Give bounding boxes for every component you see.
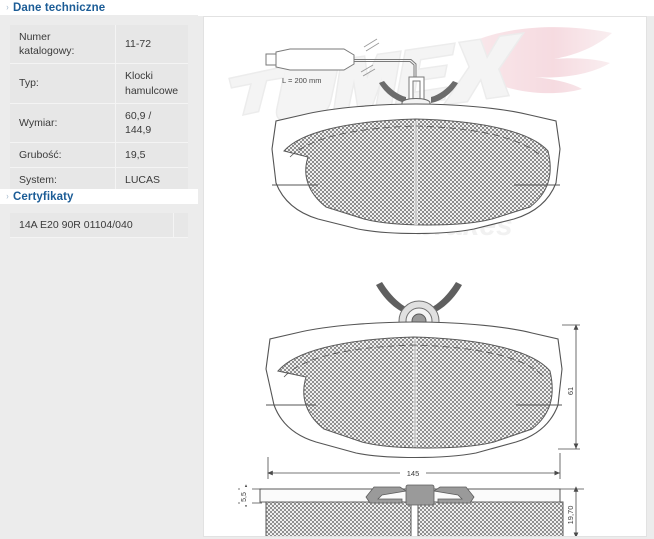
retaining-clip-left-lower <box>376 282 410 315</box>
retaining-clip-right-lower <box>428 282 462 315</box>
dimension-label-total: 19,70 <box>566 506 575 525</box>
retaining-spring-section <box>365 484 475 506</box>
brake-pad-dimensioned-view: 61 145 <box>265 282 580 479</box>
spec-label: Numer katalogowy: <box>10 25 116 65</box>
spec-value: 11-72 <box>115 25 188 65</box>
dimension-height-61 <box>558 324 580 450</box>
retaining-clip-right <box>431 81 458 103</box>
table-row: 14A E20 90R 01104/040 <box>10 213 188 238</box>
section-header-certificates[interactable]: › Certyfikaty <box>0 189 204 204</box>
spec-value: 19,5 <box>115 142 188 169</box>
certificate-spacer-cell <box>173 213 188 238</box>
spec-label: Wymiar: <box>10 103 116 144</box>
dimension-label-width: 145 <box>407 469 420 478</box>
section-header-technical-data[interactable]: › Dane techniczne <box>0 0 204 15</box>
image-column-top-gap <box>198 0 654 16</box>
dimension-total-19-70 <box>560 486 584 536</box>
spec-label: Typ: <box>10 63 116 104</box>
certificates-table: 14A E20 90R 01104/040 <box>10 213 188 238</box>
retaining-clip-left <box>379 81 406 103</box>
section-title-technical-data: Dane techniczne <box>13 1 106 14</box>
spec-value: Klocki hamulcowe <box>115 63 188 104</box>
spec-value: 60,9 / 144,9 <box>115 103 188 144</box>
right-image-column: brakes <box>198 0 654 539</box>
product-image-panel[interactable]: brakes <box>203 16 647 537</box>
table-row: Typ: Klocki hamulcowe <box>10 63 188 104</box>
dimension-label-height: 61 <box>566 387 575 395</box>
brake-pad-side-section-view: 5,5 19,70 <box>238 484 584 536</box>
technical-data-table: Numer katalogowy: 11-72 Typ: Klocki hamu… <box>10 25 188 194</box>
chevron-right-icon: › <box>6 191 9 201</box>
brake-pad-technical-drawing: brakes <box>204 17 646 536</box>
sensor-length-label: L = 200 mm <box>282 76 322 85</box>
table-row: Wymiar: 60,9 / 144,9 <box>10 103 188 144</box>
chevron-right-icon: › <box>6 2 9 12</box>
dimension-label-backing: 5,5 <box>241 492 248 502</box>
wear-sensor-assembly <box>265 38 417 77</box>
certificate-code: 14A E20 90R 01104/040 <box>10 213 174 238</box>
spec-label: Grubość: <box>10 142 116 169</box>
section-title-certificates: Certyfikaty <box>13 190 74 203</box>
table-row: Numer katalogowy: 11-72 <box>10 25 188 65</box>
table-row: Grubość: 19,5 <box>10 142 188 169</box>
brake-pad-top-view: L = 200 mm <box>265 38 561 235</box>
left-info-column: › Dane techniczne Numer katalogowy: 11-7… <box>0 0 204 539</box>
